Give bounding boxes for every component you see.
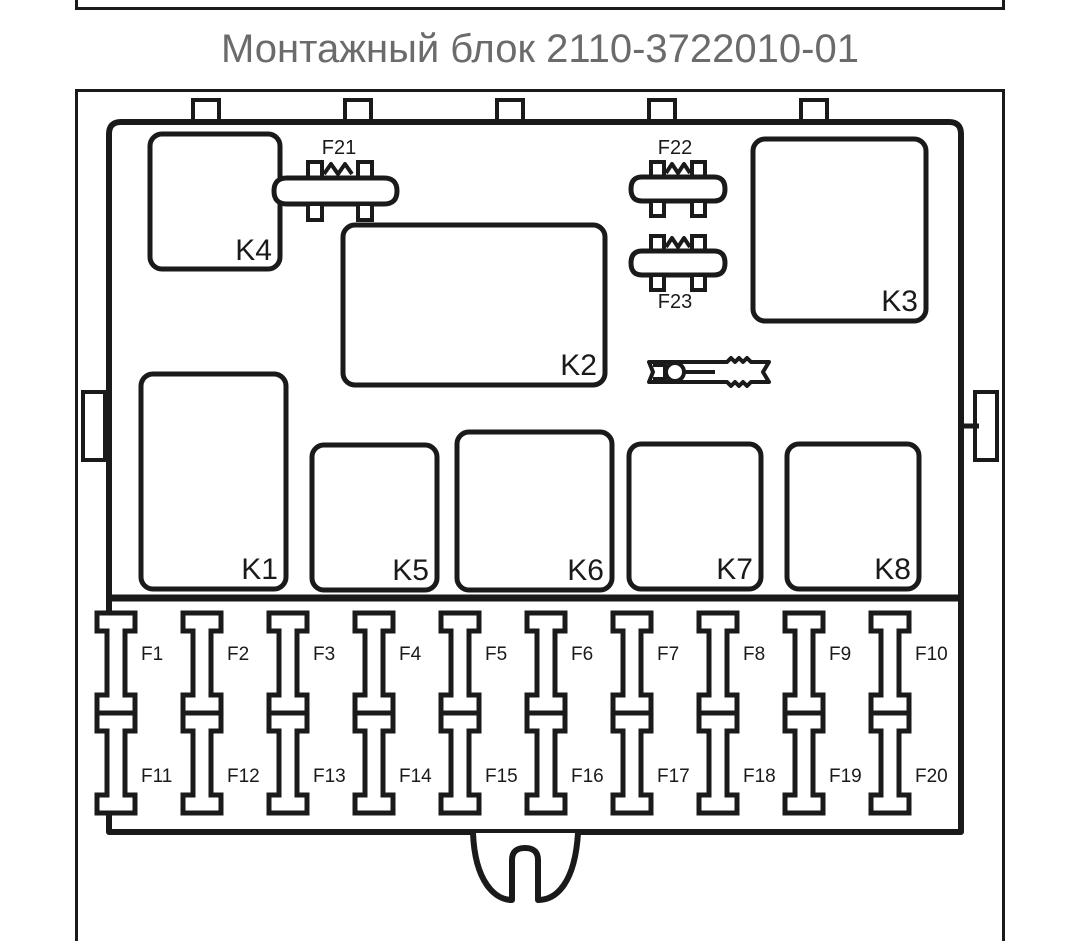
relay-K7-body (626, 441, 764, 592)
fuse-slot-F18-label: F18 (743, 766, 776, 787)
relay-K1[interactable]: K1 (138, 371, 289, 592)
relay-K2-body (340, 222, 608, 388)
mount-tab-top-5 (799, 98, 829, 124)
fuse-slot-F19[interactable]: F19 (782, 710, 862, 816)
relay-K5-label: K5 (392, 554, 429, 587)
relay-K8-label: K8 (874, 553, 911, 586)
relay-K1-label: K1 (241, 553, 278, 586)
fuse-slot-F18[interactable]: F18 (696, 710, 776, 816)
mount-tab-top-2 (343, 98, 373, 124)
fuse-slot-F8-label: F8 (743, 644, 765, 665)
relay-K5-body (309, 442, 440, 593)
fuse-slot-F4-label: F4 (399, 644, 422, 665)
fuse-F23-label: F23 (658, 291, 692, 313)
fuse-puller-jaw (653, 363, 667, 381)
fuse-slot-F5-label: F5 (485, 644, 507, 665)
mount-tabs-top (191, 98, 829, 124)
fuse-F23-pin-bottom-right (690, 273, 707, 292)
fuse-slot-F14-contact (352, 710, 396, 816)
relay-K2[interactable]: K2 (340, 222, 608, 388)
fuse-F22-label: F22 (658, 137, 692, 159)
fuse-F21-element (322, 162, 354, 176)
fuse-F22-body (628, 174, 728, 204)
fuse-slot-F10-label: F10 (915, 644, 948, 665)
fuse-slot-F17-contact (610, 710, 654, 816)
fuse-slot-F13-contact (266, 710, 310, 816)
relay-K3[interactable]: K3 (750, 136, 929, 324)
fuse-slot-F13[interactable]: F13 (266, 710, 346, 816)
fuse-F22-element (664, 162, 692, 175)
relay-K6-body (454, 429, 615, 593)
fuse-slot-F12[interactable]: F12 (180, 710, 260, 816)
mount-tab-top-3 (495, 98, 525, 124)
fuse-slot-F12-contact (180, 710, 224, 816)
fuse-box-diagram: K4 K2 K3 K1 (75, 92, 1005, 941)
fuse-F21-label: F21 (322, 137, 356, 159)
title-bar: Монтажный блок 2110-3722010-01 (75, 7, 1005, 92)
fuse-slot-F2-label: F2 (227, 644, 249, 665)
fuse-slot-F20-contact (868, 710, 912, 816)
fuse-slot-F15[interactable]: F15 (438, 710, 518, 816)
fuse-slot-F15-label: F15 (485, 766, 518, 787)
fuse-slot-F14[interactable]: F14 (352, 710, 432, 816)
fuse-slot-F6-label: F6 (571, 644, 593, 665)
fuse-slot-F11-contact (94, 710, 138, 816)
relay-K3-label: K3 (881, 285, 918, 318)
fuse-slot-F16[interactable]: F16 (524, 710, 604, 816)
fuse-box-svg: K4 K2 K3 K1 (81, 98, 999, 903)
relay-K8-body (784, 441, 922, 592)
fuse-F23[interactable]: F23 (628, 234, 728, 313)
fuse-slot-F13-label: F13 (313, 766, 346, 787)
relay-K7[interactable]: K7 (626, 441, 764, 592)
bottom-latch (470, 832, 581, 903)
relay-K8[interactable]: K8 (784, 441, 922, 592)
fuse-slot-F12-label: F12 (227, 766, 260, 787)
fuse-F22[interactable]: F22 (628, 137, 728, 218)
fuse-F21-body (271, 175, 400, 207)
fuse-slot-F14-label: F14 (399, 766, 432, 787)
fuse-F23-element (664, 236, 692, 249)
fuse-F21-pin-bottom-right (356, 202, 374, 222)
fuse-slot-F20[interactable]: F20 (868, 710, 948, 816)
fuse-slot-F18-contact (696, 710, 740, 816)
outer-frame (75, 0, 1005, 941)
fuse-grid: F1 F11 F2 F12 F3 (94, 610, 948, 816)
fuse-puller-icon (647, 356, 771, 388)
fuse-F22-pin-bottom-right (690, 199, 707, 218)
fuse-F21-pin-bottom-left (306, 202, 324, 222)
relay-group: K4 K2 K3 K1 (138, 131, 929, 593)
fuse-slot-F11[interactable]: F11 (94, 710, 172, 816)
fuse-slot-F15-contact (438, 710, 482, 816)
relay-K7-label: K7 (716, 553, 753, 586)
fuse-slot-F16-contact (524, 710, 568, 816)
fuse-slot-F16-label: F16 (571, 766, 604, 787)
fuse-slot-F9-label: F9 (829, 644, 851, 665)
fuse-slot-F17-label: F17 (657, 766, 690, 787)
mount-tab-top-4 (647, 98, 677, 124)
mount-tab-top-1 (191, 98, 221, 124)
fuse-slot-F19-contact (782, 710, 826, 816)
fuse-F21[interactable]: F21 (271, 137, 400, 222)
page-title: Монтажный блок 2110-3722010-01 (221, 27, 859, 71)
relay-K6[interactable]: K6 (454, 429, 615, 593)
fuse-F22-pin-bottom-left (649, 199, 666, 218)
relay-K5[interactable]: K5 (309, 442, 440, 593)
relay-K4[interactable]: K4 (147, 131, 283, 272)
fuse-slot-F17[interactable]: F17 (610, 710, 690, 816)
fuse-slot-F11-label: F11 (141, 766, 172, 787)
fuse-puller-pivot (664, 361, 686, 383)
fuse-slot-F19-label: F19 (829, 766, 862, 787)
fuse-slot-F3-label: F3 (313, 644, 335, 665)
fuse-slot-F1-label: F1 (141, 644, 163, 665)
fuse-F23-pin-bottom-left (649, 273, 666, 292)
mount-tab-left (81, 390, 107, 462)
fuse-slot-F7-label: F7 (657, 644, 679, 665)
fuse-F23-body (628, 248, 728, 278)
relay-K1-body (138, 371, 289, 592)
relay-K3-body (750, 136, 929, 324)
relay-K6-label: K6 (567, 554, 604, 587)
fuse-slot-F20-label: F20 (915, 766, 948, 787)
relay-K2-label: K2 (560, 349, 597, 382)
relay-K4-label: K4 (235, 234, 272, 267)
